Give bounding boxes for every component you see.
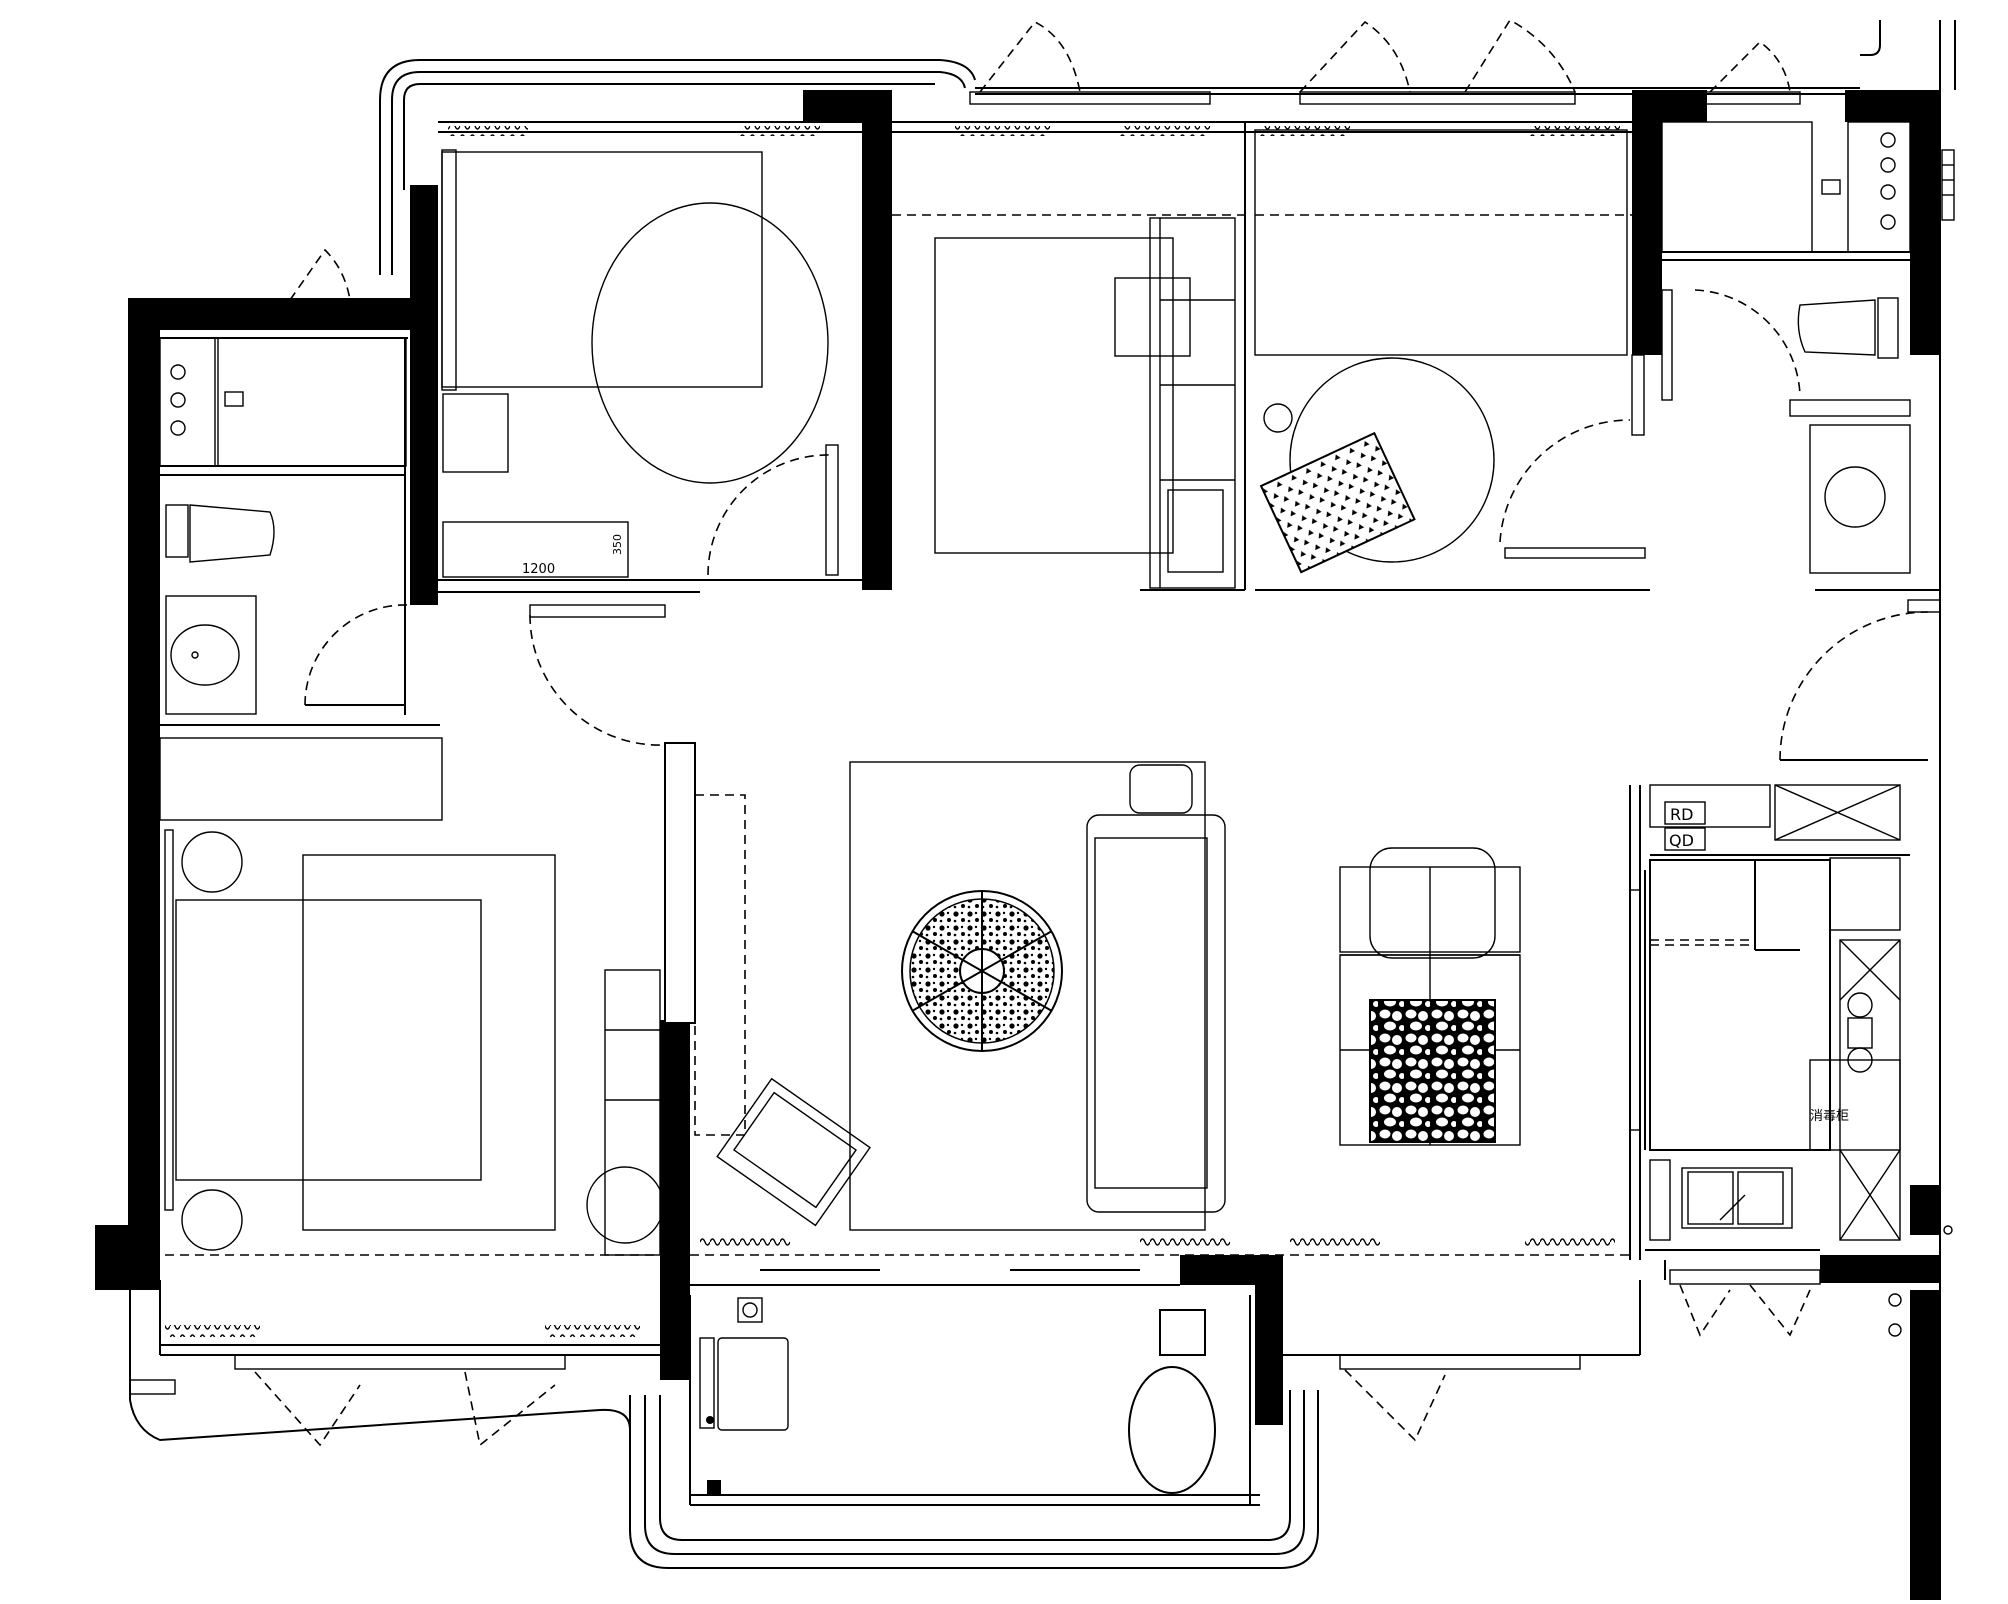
round-rug-right: [1289, 357, 1495, 563]
dim-350: 350: [611, 534, 624, 555]
interior-lines: [159, 337, 746, 1356]
living-room: [165, 761, 1630, 1337]
windows-top: [269, 18, 1801, 313]
kitchen-sink: [1681, 1167, 1793, 1229]
toilet-master-bath: [165, 504, 275, 563]
kitchen: RD QD 消毒柜: [1629, 784, 1910, 1280]
armchair-living: [716, 1077, 871, 1227]
label-rd: RD: [1670, 805, 1693, 824]
bed-master: [175, 899, 482, 1181]
windows-bottom: [234, 149, 1955, 1447]
round-table: [1128, 1366, 1216, 1494]
rug-living: [849, 761, 1206, 1231]
coffee-table-round: [901, 890, 1063, 1052]
bedroom-top-left: 1200 350: [438, 121, 862, 746]
bed-top-middle: [934, 237, 1174, 554]
bed-top-right: [1254, 129, 1628, 356]
fridge-rd: [1649, 784, 1771, 828]
master-bedroom: [164, 829, 664, 1256]
round-rug: [591, 202, 829, 484]
walls: [95, 90, 1940, 1600]
wardrobe-middle: [1149, 217, 1236, 589]
rug-master: [302, 854, 556, 1231]
dining-table: [1339, 847, 1521, 1146]
bedroom-top-middle: [892, 121, 1246, 591]
dim-1200: 1200: [522, 562, 555, 577]
armchair-patterned: [1259, 431, 1416, 574]
bed-top-left: [441, 151, 763, 388]
toilet-bath-2: [1797, 297, 1899, 359]
washing-machine: [717, 1337, 789, 1431]
desk: [442, 521, 629, 578]
bathroom-2: [1661, 121, 1941, 761]
balcony: [629, 1295, 1319, 1569]
label-qd: QD: [1669, 831, 1694, 850]
nightstand-lamp: [181, 831, 243, 893]
bedroom-top-right: [1245, 121, 1650, 591]
sofa: [1086, 764, 1226, 1213]
label-disinfect: 消毒柜: [1810, 1109, 1849, 1124]
planter-square: [1159, 1309, 1206, 1356]
